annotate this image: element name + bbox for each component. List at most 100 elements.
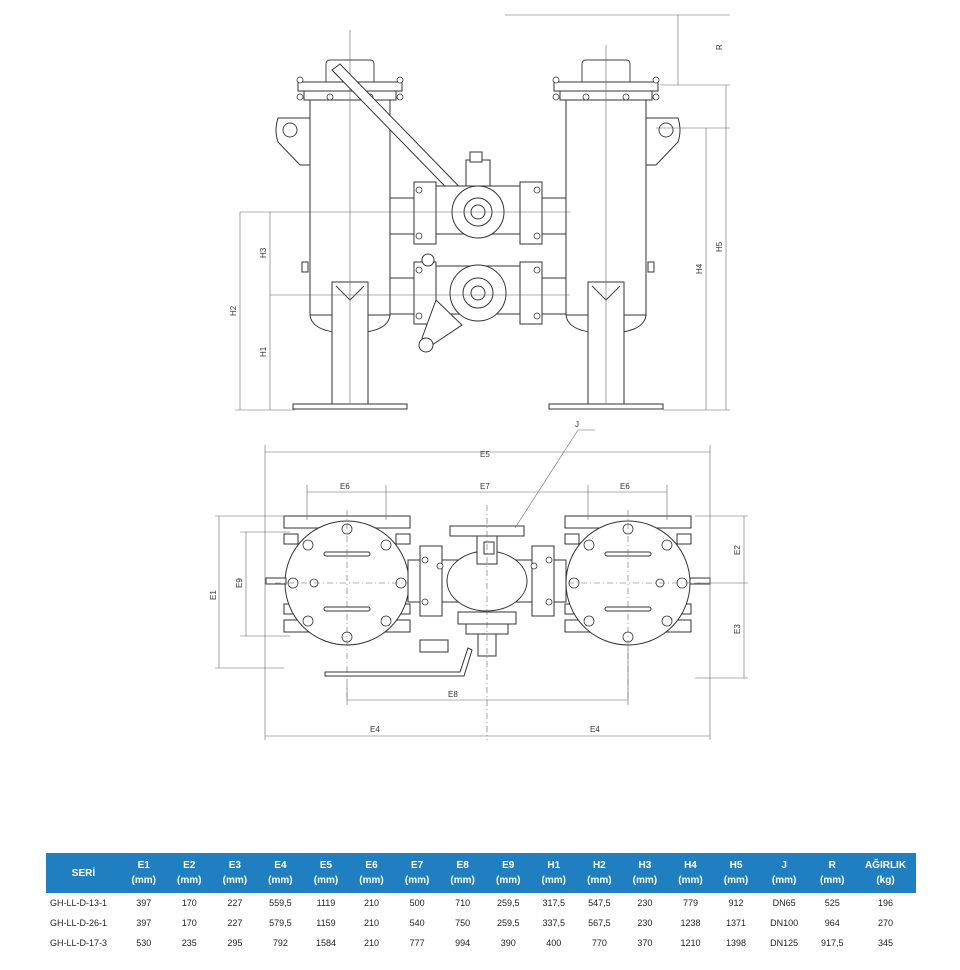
value-cell: 770 [591,938,607,948]
value-cell: 1159 [316,918,336,928]
column-header: E6 (mm) [348,853,395,893]
right-filter-vessel [548,45,681,410]
value-cell: 1238 [680,918,701,928]
value-cell: 227 [227,898,243,908]
label-e8: E8 [448,690,458,699]
column-header: E9(mm) [485,853,531,893]
column-unit: (mm) [632,875,658,886]
technical-drawing: R H1 H2 H3 H4 H5 [209,14,748,740]
label-e9: E9 [235,578,244,588]
column-header: E5 (mm) [303,853,349,893]
column-unit: (mm) [450,875,475,886]
label-e3: E3 [733,624,742,634]
value-cell: 500 [409,898,425,908]
value-cell: 1371 [726,918,747,928]
value-cell: 567,5 [588,918,611,928]
column-header: E1 (mm) [120,853,167,893]
value-cell: 964 [824,918,840,928]
column-name: E3 [228,860,241,871]
value-cell: 170 [181,918,197,928]
column-header: H2 (mm) [576,853,623,893]
value-cell: 397 [136,898,152,908]
column-header: E8(mm) [439,853,486,893]
column-name: E7 [410,860,424,871]
column-name: E5 [319,860,333,871]
column-name: H3 [638,860,652,871]
left-filter-vessel [275,30,408,410]
column-unit: (mm) [131,875,156,886]
column-name: H1 [547,860,561,871]
table-header-row: SERİ E1 (mm) E2 (mm) E3 (mm) E4 (mm) E5 (mm) E6 (mm)… [46,853,916,893]
value-cell: 710 [455,898,471,908]
value-cell: 390 [500,938,516,948]
column-unit: (mm) [587,875,612,886]
column-unit: (mm) [359,875,384,886]
column-header: H5 (mm) [713,853,759,893]
column-header: SERİ [46,853,121,893]
value-cell: 230 [637,898,653,908]
column-unit: (mm) [678,875,703,886]
series-cell: GH-LL-D-26-1 [50,918,108,928]
column-name: E2 [183,860,196,871]
value-cell: 210 [364,918,380,928]
value-cell: 559,5 [269,898,292,908]
dimensions-table: SERİ E1 (mm) E2 (mm) E3 (mm) E4 (mm) E5 (mm) E6 (mm)… [46,853,916,953]
value-cell: 792 [272,938,288,948]
value-cell: 400 [546,938,562,948]
value-cell: 295 [227,938,243,948]
label-e1: E1 [209,590,218,600]
value-cell: 525 [824,898,840,908]
value-cell: 530 [136,938,152,948]
value-cell: 547,5 [588,898,611,908]
column-header: H3 (mm) [622,853,668,893]
label-h4: H4 [695,263,704,274]
value-cell: 235 [181,938,197,948]
valve-assembly-front [389,151,567,353]
value-cell: 370 [637,938,653,948]
column-name: SERİ [71,867,96,879]
value-cell: 579,5 [269,918,292,928]
column-header: E3 (mm) [212,853,258,893]
value-cell: 170 [181,898,197,908]
column-name: J [781,860,787,871]
column-name: H2 [592,860,606,871]
column-unit: (mm) [819,875,845,886]
label-e5: E5 [480,450,490,459]
value-cell: DN65 [772,898,796,908]
label-e6-left: E6 [340,482,350,491]
column-header: E7(mm) [394,853,440,893]
label-h3: H3 [259,247,268,258]
column-unit: (mm) [541,875,566,886]
value-cell: DN100 [770,918,799,928]
value-cell: 317,5 [542,898,566,908]
value-cell: 210 [364,898,380,908]
column-name: E4 [274,860,287,871]
column-unit: (mm) [222,875,248,886]
column-name: H5 [729,860,743,871]
column-unit: (mm) [268,875,293,886]
label-h2: H2 [229,305,238,316]
value-cell: 210 [364,938,380,948]
series-cell: GH-LL-D-13-1 [50,898,108,908]
label-h1: H1 [259,346,268,357]
column-header: R(mm) [809,853,855,893]
label-e4-left: E4 [370,725,380,734]
value-cell: 337,5 [542,918,566,928]
value-cell: 1210 [680,938,701,948]
column-name: E1 [137,860,150,871]
value-cell: 227 [227,918,243,928]
column-unit: (mm) [723,875,749,886]
value-cell: 230 [637,918,653,928]
column-name: E6 [365,860,378,871]
column-unit: (mm) [313,875,339,886]
value-cell: 259,5 [496,898,520,908]
label-r: R [715,44,724,50]
value-cell: 270 [877,918,894,928]
column-name: AĞIRLIK [864,860,907,871]
column-header: H1 (mm) [531,853,577,893]
series-cell: GH-LL-D-17-3 [50,938,108,948]
label-e6-right: E6 [620,482,630,491]
